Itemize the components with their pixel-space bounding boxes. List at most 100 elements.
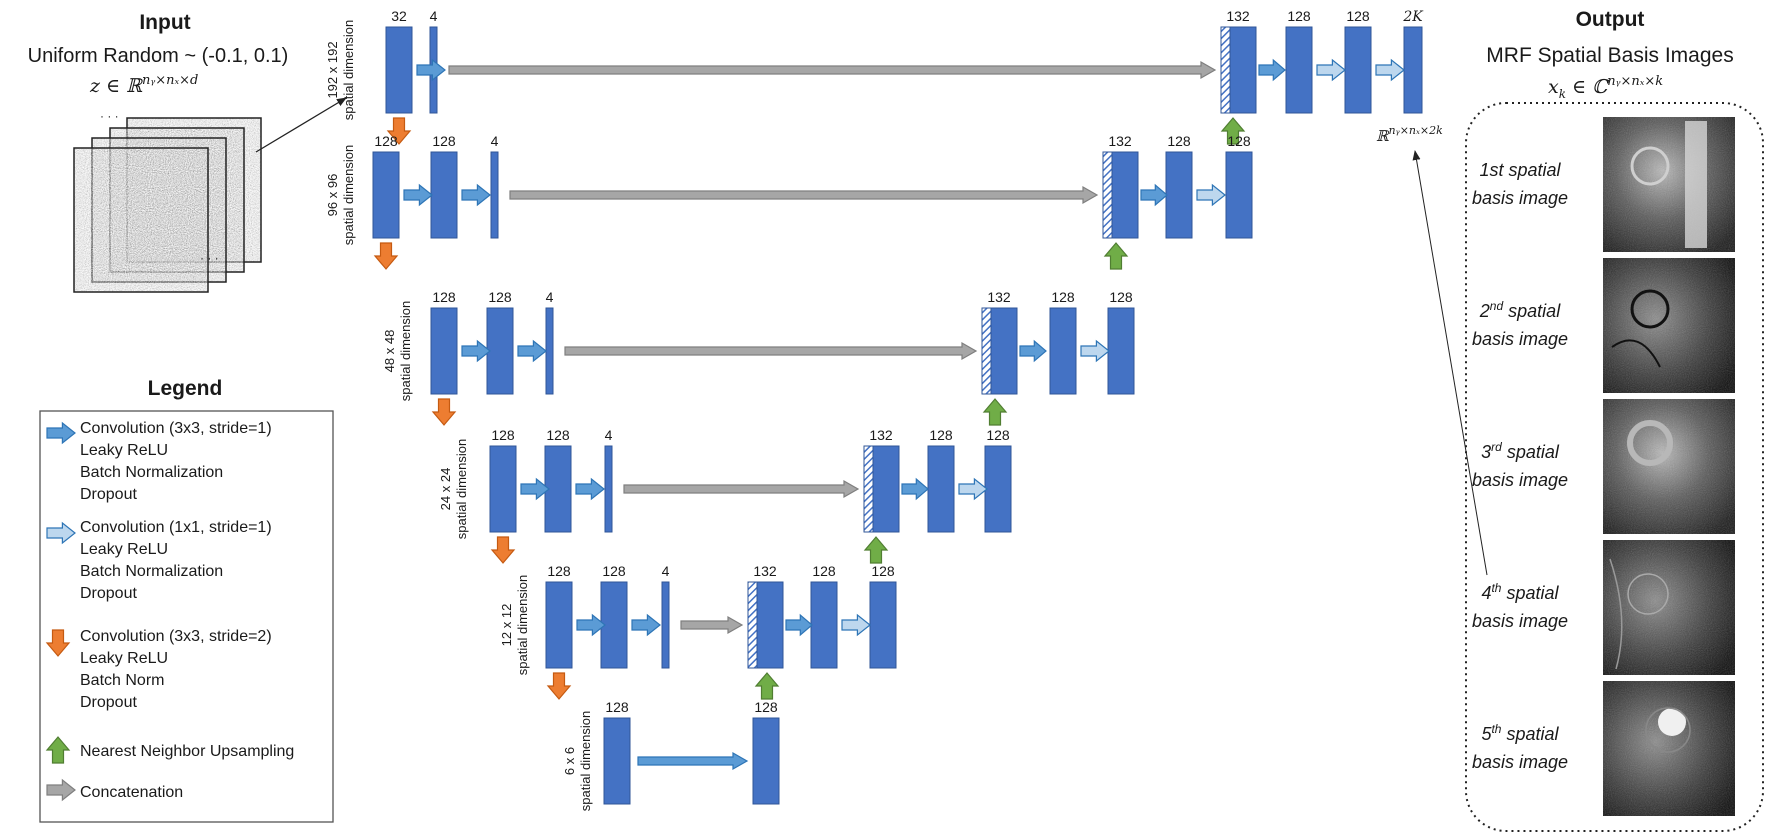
downsample-arrow xyxy=(490,536,516,564)
conv3x3-arrow xyxy=(520,477,550,501)
input-title: Input xyxy=(139,11,190,34)
skip-block xyxy=(545,307,554,395)
input-dots-top: · · · xyxy=(100,109,119,123)
channel-label: 128 xyxy=(1227,133,1251,149)
legend-line: Batch Normalization xyxy=(80,563,223,580)
feature-block xyxy=(385,26,413,114)
input-arrow xyxy=(255,97,347,153)
output-block xyxy=(1403,26,1423,114)
feature-block xyxy=(1165,151,1193,239)
input-formula: z ∈ ℝnᵧ×nₓ×d xyxy=(89,73,198,97)
legend-entry: Convolution (3x3, stride=1)Leaky ReLUBat… xyxy=(46,420,272,503)
channel-label: 4 xyxy=(662,563,670,579)
channel-label: 132 xyxy=(987,289,1011,305)
spatial-dimension-label: 192 x 192spatial dimension xyxy=(325,20,356,120)
legend-line: Nearest Neighbor Upsampling xyxy=(80,743,294,760)
channel-label: 32 xyxy=(391,8,407,24)
upsample-arrow xyxy=(982,398,1008,426)
conv1x1-arrow-icon xyxy=(46,521,76,545)
legend: Legend Convolution (3x3, stride=1)Leaky … xyxy=(39,377,334,823)
legend-line: Dropout xyxy=(80,585,137,602)
channel-label: 4 xyxy=(430,8,438,24)
conv3x3-arrow xyxy=(785,613,813,637)
channel-label: 128 xyxy=(605,699,629,715)
concat-block xyxy=(863,445,900,533)
upsample-arrow-icon xyxy=(45,736,71,764)
svg-text:ℝnᵧ×nₓ×2k: ℝnᵧ×nₓ×2k xyxy=(1376,124,1443,145)
concat-arrow-icon xyxy=(46,778,76,802)
channel-label: 4 xyxy=(546,289,554,305)
legend-title: Legend xyxy=(148,377,223,400)
upsample-arrow xyxy=(1103,242,1129,270)
channel-label: 128 xyxy=(754,699,778,715)
channel-label: 132 xyxy=(753,563,777,579)
conv3x3-arrow xyxy=(1258,58,1286,82)
feature-block xyxy=(1225,151,1253,239)
legend-entry: Convolution (1x1, stride=1) Leaky ReLU Bat… xyxy=(46,519,272,602)
legend-line: Batch Norm xyxy=(80,672,164,689)
conv1x1-arrow xyxy=(1196,183,1226,207)
input-dots-bottom: · · · xyxy=(200,251,219,265)
noise-stack xyxy=(73,117,262,293)
feature-block xyxy=(372,151,400,239)
conv3x3-arrow xyxy=(461,183,491,207)
legend-line: Concatenation xyxy=(80,784,183,801)
conv3x3-arrow xyxy=(517,339,547,363)
legend-line: Convolution (3x3, stride=1) xyxy=(80,420,272,437)
channel-label: 132 xyxy=(1108,133,1132,149)
channel-label: 128 xyxy=(1167,133,1191,149)
skip-block xyxy=(490,151,499,239)
spatial-dimension-label: 96 x 96spatial dimension xyxy=(325,145,356,245)
concat-arrow xyxy=(509,185,1099,205)
downsample-arrow-icon xyxy=(45,629,71,657)
conv3x3-arrow xyxy=(637,751,749,771)
output-shape-label: ℝnᵧ×nₓ×2k xyxy=(1376,124,1488,576)
channel-label: 128 xyxy=(488,289,512,305)
channel-label: 128 xyxy=(491,427,515,443)
conv3x3-arrow xyxy=(416,58,446,82)
feature-block xyxy=(1107,307,1135,395)
conv3x3-arrow xyxy=(575,477,605,501)
legend-line: Leaky ReLU xyxy=(80,541,168,558)
conv3x3-arrow xyxy=(1140,183,1168,207)
conv1x1-arrow xyxy=(958,477,988,501)
conv3x3-arrow xyxy=(631,613,661,637)
feature-block xyxy=(489,445,517,533)
legend-line: Convolution (1x1, stride=1) xyxy=(80,519,272,536)
feature-block xyxy=(869,581,897,669)
conv3x3-arrow xyxy=(403,183,433,207)
feature-block xyxy=(486,307,514,395)
channel-label: 132 xyxy=(1226,8,1250,24)
feature-block xyxy=(1344,26,1372,114)
output-section: Output MRF Spatial Basis Images xk ∈ ℂnᵧ… xyxy=(1465,8,1764,832)
legend-line: Convolution (3x3, stride=2) xyxy=(80,628,272,645)
legend-line: Leaky ReLU xyxy=(80,650,168,667)
conv3x3-arrow-icon xyxy=(46,421,76,445)
upsample-arrow xyxy=(863,536,889,564)
legend-entry: Concatenation xyxy=(46,778,183,802)
feature-block xyxy=(603,717,631,805)
concat-arrow xyxy=(680,615,744,635)
skip-block xyxy=(661,581,670,669)
spatial-dimension-label: 48 x 48spatial dimension xyxy=(382,301,413,401)
spatial-dimension-label: 12 x 12spatial dimension xyxy=(499,575,530,675)
conv1x1-arrow xyxy=(1080,339,1110,363)
mri-basis-image xyxy=(1601,397,1737,536)
feature-block xyxy=(984,445,1012,533)
concat-block xyxy=(1220,26,1257,114)
channel-label: 128 xyxy=(1287,8,1311,24)
upsample-arrow xyxy=(754,672,780,700)
conv1x1-arrow xyxy=(1316,58,1346,82)
channel-label: 4 xyxy=(605,427,613,443)
downsample-arrow xyxy=(431,398,457,426)
channel-label: 128 xyxy=(929,427,953,443)
upsample-arrow xyxy=(1220,117,1246,145)
channel-label: 132 xyxy=(869,427,893,443)
